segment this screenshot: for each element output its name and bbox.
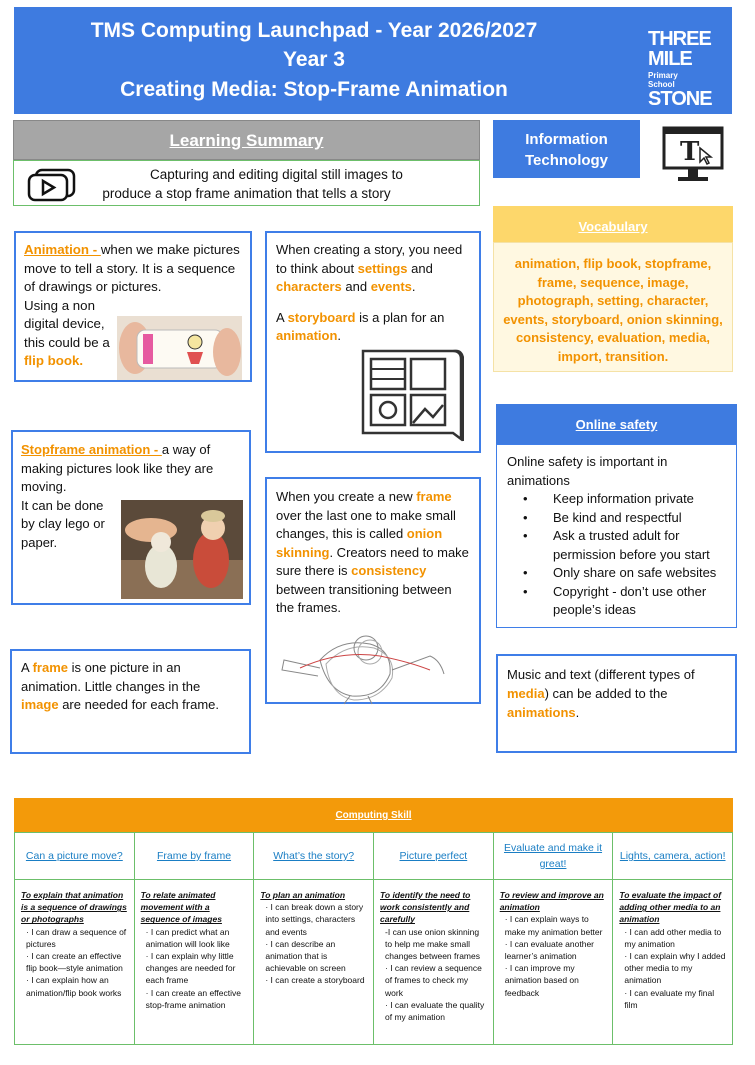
learning-summary-box: Capturing and editing digital still imag… <box>13 160 480 206</box>
skill-statement: · I can improve my animation based on fe… <box>504 963 579 998</box>
svg-text:T: T <box>680 137 700 167</box>
learning-summary-heading: Learning Summary <box>13 120 480 160</box>
skill-column: Can a picture move? To explain that anim… <box>15 833 135 1044</box>
header-year: Year 3 <box>283 48 345 71</box>
storyboard-icon <box>361 349 464 442</box>
learning-summary-line1: Capturing and editing digital still imag… <box>150 167 403 182</box>
animation-definition-box: Animation - when we make pictures move t… <box>14 231 252 382</box>
skill-statement: · I can break down a story into settings… <box>265 902 364 937</box>
list-item: Be kind and respectful <box>507 509 726 528</box>
list-item: Ask a trusted adult for permission befor… <box>507 527 726 564</box>
skill-column: What’s the story? To plan an animation ·… <box>254 833 375 1044</box>
skill-column: Picture perfect To identify the need to … <box>374 833 494 1044</box>
skill-statement: · I can predict what an animation will l… <box>145 926 230 949</box>
skill-column: Lights, camera, action! To evaluate the … <box>613 833 733 1044</box>
flip-book-photo <box>117 316 242 380</box>
computing-skill-heading: Computing Skill <box>14 798 733 832</box>
header-unit: Creating Media: Stop-Frame Animation <box>120 78 508 101</box>
skill-column-title: Frame by frame <box>134 833 254 880</box>
header-title: TMS Computing Launchpad - Year 2026/2027 <box>90 19 538 42</box>
skill-column-title: Can a picture move? <box>15 833 134 880</box>
skill-objective: To identify the need to work consistentl… <box>380 890 471 925</box>
list-item: Copyright - don’t use other people’s ide… <box>507 583 726 620</box>
online-safety-heading: Online safety <box>496 404 737 444</box>
skill-statement: · I can review a sequence of frames to c… <box>385 963 482 998</box>
skill-objective: To evaluate the impact of adding other m… <box>619 890 722 925</box>
skill-statement: · I can evaluate another learner’s anima… <box>504 938 594 962</box>
online-safety-box: Online safety is important in animations… <box>496 444 737 628</box>
skill-statement: -I can use onion skinning to help me mak… <box>385 926 480 962</box>
school-logo: THREE MILE Primary School STONE <box>648 28 713 110</box>
skill-column-title: Evaluate and make it great! <box>493 833 613 880</box>
information-technology-badge: Information Technology <box>493 120 640 178</box>
media-info-box: Music and text (different types of media… <box>496 654 737 753</box>
learning-summary-line2: produce a stop frame animation that tell… <box>102 186 391 201</box>
skill-statement: · I can explain why I added other media … <box>624 951 726 986</box>
skill-statement: · I can explain ways to make my animatio… <box>504 914 603 937</box>
vocabulary-words: animation, flip book, stopframe, frame, … <box>493 242 733 372</box>
skill-statement: · I can draw a sequence of pictures <box>26 926 127 949</box>
computer-monitor-icon: T <box>662 126 724 181</box>
stopframe-definition-box: Stopframe animation - a way of making pi… <box>11 430 251 605</box>
skill-statement: · I can create an effective stop-frame a… <box>145 987 241 1010</box>
skill-column-title: Lights, camera, action! <box>613 833 733 880</box>
frame-definition-box: A frame is one picture in an animation. … <box>10 649 251 754</box>
list-item: Only share on safe websites <box>507 564 726 583</box>
skill-statement: · I can create an effective flip book—st… <box>26 951 123 974</box>
online-safety-intro: Online safety is important in animations <box>507 454 668 488</box>
skill-column: Evaluate and make it great! To review an… <box>493 833 614 1044</box>
skill-column-title: Picture perfect <box>374 833 493 880</box>
skill-statement: · I can evaluate the quality of my anima… <box>385 999 485 1023</box>
skill-objective: To plan an animation <box>260 890 346 900</box>
skill-statement: · I can add other media to my animation <box>624 926 722 949</box>
clay-animation-photo <box>121 500 243 599</box>
skill-objective: To explain that animation is a sequence … <box>21 890 127 925</box>
skill-statement: · I can describe an animation that is ac… <box>265 938 346 974</box>
skill-statement: · I can evaluate my final film <box>624 987 715 1010</box>
vocabulary-heading: Vocabulary <box>493 206 733 242</box>
story-planning-box: When creating a story, you need to think… <box>265 231 481 453</box>
list-item: Keep information private <box>507 490 726 509</box>
skill-statement: · I can explain how an animation/flip bo… <box>26 975 122 998</box>
skill-column-title: What’s the story? <box>254 833 374 880</box>
onion-skinning-box: When you create a new frame over the las… <box>265 477 481 704</box>
skill-statement: · I can create a storyboard <box>265 975 365 986</box>
skill-objective: To review and improve an animation <box>499 890 604 913</box>
page-header: TMS Computing Launchpad - Year 2026/2027… <box>14 7 732 114</box>
computing-skill-table: Can a picture move? To explain that anim… <box>14 832 733 1045</box>
skill-column: Frame by frame To relate animated moveme… <box>134 833 255 1044</box>
video-icon <box>27 168 76 202</box>
skill-objective: To relate animated movement with a seque… <box>140 890 222 925</box>
onion-skinning-sketch <box>281 635 445 705</box>
skill-statement: · I can explain why little changes are n… <box>145 951 236 986</box>
